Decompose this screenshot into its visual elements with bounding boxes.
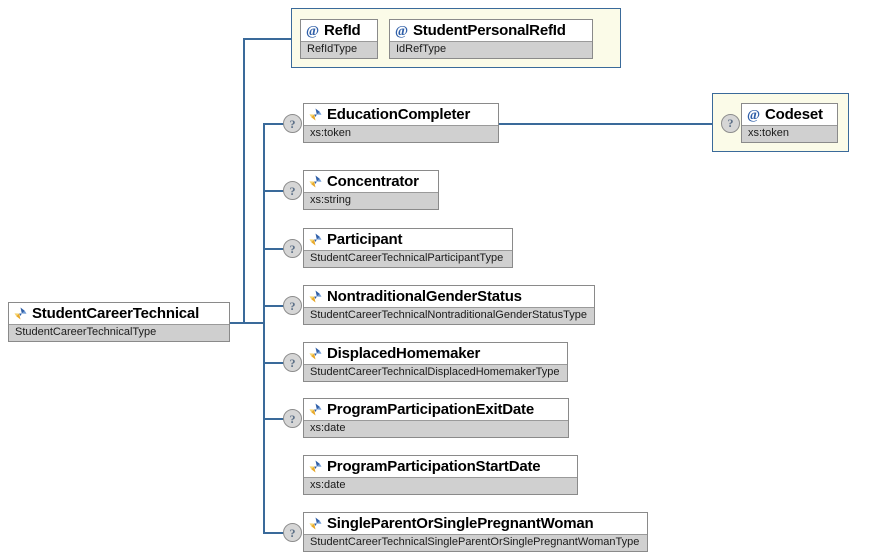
node-title: ProgramParticipationStartDate [304, 456, 577, 477]
trunk-attributes [243, 38, 245, 324]
element-icon [309, 233, 322, 246]
node-type-label: RefIdType [301, 41, 377, 58]
node-type-label: StudentCareerTechnicalDisplacedHomemaker… [304, 364, 567, 381]
optional-marker-Concentrator[interactable]: ? [283, 181, 302, 200]
element-icon [309, 460, 322, 473]
optional-marker-SingleParentOrSinglePregnantWoman[interactable]: ? [283, 523, 302, 542]
node-type-label: StudentCareerTechnicalParticipantType [304, 250, 512, 267]
node-title: DisplacedHomemaker [304, 343, 567, 364]
node-type-label: IdRefType [390, 41, 592, 58]
node-title: @ StudentPersonalRefId [390, 20, 592, 41]
schema-node-ProgramParticipationStartDate[interactable]: ProgramParticipationStartDate xs:date [303, 455, 578, 495]
element-icon [309, 517, 322, 530]
trunk-children [263, 123, 265, 534]
svg-text:@: @ [747, 107, 760, 122]
node-title: EducationCompleter [304, 104, 498, 125]
optional-marker-DisplacedHomemaker[interactable]: ? [283, 353, 302, 372]
node-type-label: StudentCareerTechnicalType [9, 324, 229, 341]
child-stub-ProgramParticipationExitDate [263, 418, 285, 420]
node-name-label: StudentCareerTechnical [32, 305, 200, 322]
schema-node-Codeset[interactable]: @ Codeset xs:token [741, 103, 838, 143]
node-type-label: xs:date [304, 420, 568, 437]
element-icon [309, 175, 322, 188]
node-name-label: ProgramParticipationExitDate [327, 401, 534, 418]
svg-text:@: @ [306, 23, 319, 38]
node-title: ProgramParticipationExitDate [304, 399, 568, 420]
child-stub-NontraditionalGenderStatus [263, 305, 285, 307]
codeset-link [499, 122, 712, 125]
child-stub-DisplacedHomemaker [263, 362, 285, 364]
node-type-label: xs:token [742, 125, 837, 142]
node-title: NontraditionalGenderStatus [304, 286, 594, 307]
node-title: StudentCareerTechnical [9, 303, 229, 324]
child-stub-Concentrator [263, 190, 285, 192]
attribute-icon: @ [306, 23, 319, 38]
node-name-label: RefId [324, 22, 361, 39]
attribute-group-stub [243, 38, 291, 40]
node-title: @ RefId [301, 20, 377, 41]
node-name-label: Concentrator [327, 173, 419, 190]
node-title: @ Codeset [742, 104, 837, 125]
node-name-label: StudentPersonalRefId [413, 22, 566, 39]
optional-marker-NontraditionalGenderStatus[interactable]: ? [283, 296, 302, 315]
node-name-label: NontraditionalGenderStatus [327, 288, 522, 305]
schema-node-Concentrator[interactable]: Concentrator xs:string [303, 170, 439, 210]
element-icon [309, 403, 322, 416]
optional-marker-Participant[interactable]: ? [283, 239, 302, 258]
node-name-label: Participant [327, 231, 403, 248]
root-stub-children [230, 322, 265, 324]
optional-marker-Codeset[interactable]: ? [721, 113, 740, 133]
node-title: Concentrator [304, 171, 438, 192]
element-icon [14, 307, 27, 320]
optional-marker-ProgramParticipationExitDate[interactable]: ? [283, 409, 302, 428]
child-stub-Participant [263, 248, 285, 250]
node-type-label: StudentCareerTechnicalNontraditionalGend… [304, 307, 594, 324]
node-name-label: EducationCompleter [327, 106, 471, 123]
node-name-label: DisplacedHomemaker [327, 345, 481, 362]
attribute-icon: @ [395, 23, 408, 38]
node-type-label: xs:date [304, 477, 577, 494]
optional-marker-EducationCompleter[interactable]: ? [283, 114, 302, 133]
node-name-label: Codeset [765, 106, 823, 123]
node-type-label: xs:token [304, 125, 498, 142]
child-stub-EducationCompleter [263, 123, 285, 125]
element-icon [309, 347, 322, 360]
node-title: Participant [304, 229, 512, 250]
node-name-label: SingleParentOrSinglePregnantWoman [327, 515, 594, 532]
element-icon [309, 108, 322, 121]
node-type-label: xs:string [304, 192, 438, 209]
node-title: SingleParentOrSinglePregnantWoman [304, 513, 647, 534]
child-stub-SingleParentOrSinglePregnantWoman [263, 532, 285, 534]
attribute-icon: @ [747, 107, 760, 122]
svg-text:@: @ [395, 23, 408, 38]
node-name-label: ProgramParticipationStartDate [327, 458, 541, 475]
schema-node-ProgramParticipationExitDate[interactable]: ProgramParticipationExitDate xs:date [303, 398, 569, 438]
node-type-label: StudentCareerTechnicalSingleParentOrSing… [304, 534, 647, 551]
schema-node-EducationCompleter[interactable]: EducationCompleter xs:token [303, 103, 499, 143]
element-icon [309, 290, 322, 303]
